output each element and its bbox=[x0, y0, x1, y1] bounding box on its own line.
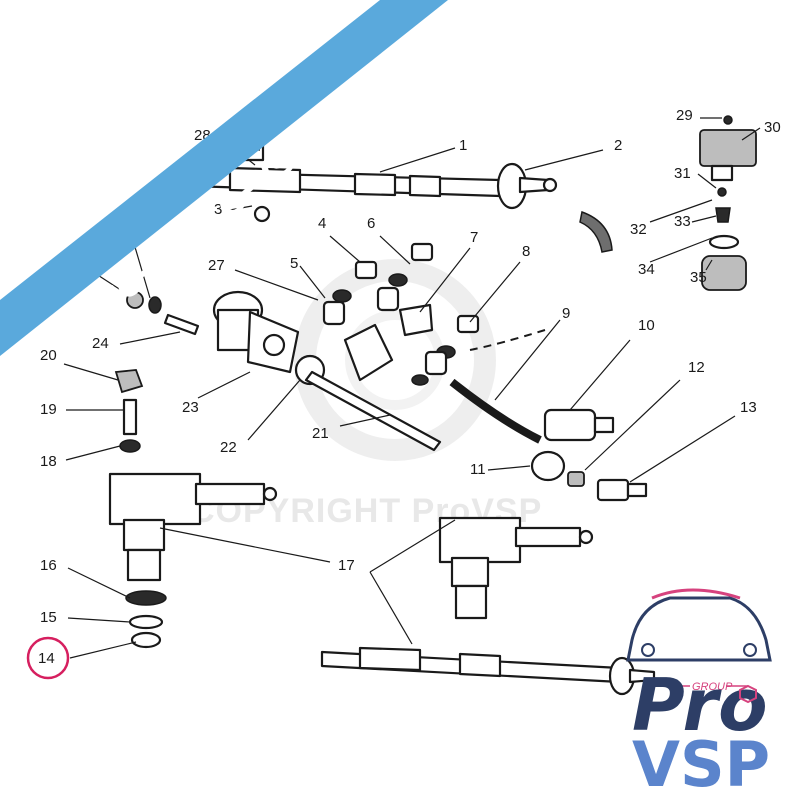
callout-21: 21 bbox=[312, 425, 329, 442]
callout-32: 32 bbox=[630, 221, 647, 238]
callout-30: 30 bbox=[764, 119, 781, 136]
callout-7: 7 bbox=[470, 229, 478, 246]
callout-18: 18 bbox=[40, 453, 57, 470]
logo-line-vsp: VSP bbox=[632, 728, 770, 800]
pushrod bbox=[304, 370, 442, 452]
hose-clamp-and-union bbox=[530, 450, 648, 502]
leader-lines bbox=[63, 117, 761, 659]
provsp-logo: GROUP Pro VSP bbox=[626, 588, 772, 800]
fuel-hose-dashed bbox=[469, 329, 546, 351]
curved-seal bbox=[579, 211, 613, 253]
callout-22: 22 bbox=[220, 439, 237, 456]
callout-1: 1 bbox=[459, 137, 467, 154]
car-outline-icon bbox=[626, 596, 772, 662]
highlight-ring-part-14 bbox=[26, 636, 70, 680]
callout-19: 19 bbox=[40, 401, 57, 418]
callout-3: 3 bbox=[214, 201, 222, 218]
hex-nut-icon bbox=[739, 684, 757, 704]
pressure-regulator-cluster bbox=[699, 115, 757, 291]
logo-line-pro: Pro bbox=[632, 663, 768, 747]
callout-29: 29 bbox=[676, 107, 693, 124]
injector-fittings bbox=[322, 242, 480, 386]
callout-14: 14 bbox=[38, 650, 55, 667]
callout-13: 13 bbox=[740, 399, 757, 416]
callout-31: 31 bbox=[674, 165, 691, 182]
callout-27: 27 bbox=[208, 257, 225, 274]
callout-6: 6 bbox=[367, 215, 375, 232]
injector-assembly-left bbox=[108, 472, 278, 649]
callout-17: 17 bbox=[338, 557, 355, 574]
logo-group-label: GROUP bbox=[692, 681, 733, 693]
callout-5: 5 bbox=[290, 255, 298, 272]
injector-assembly-right bbox=[438, 516, 594, 620]
callout-9: 9 bbox=[562, 305, 570, 322]
callout-8: 8 bbox=[522, 243, 530, 260]
left-column-parts bbox=[114, 369, 144, 453]
callout-15: 15 bbox=[40, 609, 57, 626]
callout-11: 11 bbox=[470, 461, 486, 478]
lower-fuel-rail bbox=[320, 646, 656, 696]
callout-4: 4 bbox=[318, 215, 326, 232]
callout-16: 16 bbox=[40, 557, 57, 574]
callout-24: 24 bbox=[92, 335, 109, 352]
callout-2: 2 bbox=[614, 137, 622, 154]
callout-labels: 1 2 3 4 5 6 7 8 9 10 11 12 13 14 15 16 1… bbox=[38, 107, 781, 667]
callout-23: 23 bbox=[182, 399, 199, 416]
pump-studs bbox=[126, 291, 200, 336]
callout-34: 34 bbox=[638, 261, 655, 278]
callout-10: 10 bbox=[638, 317, 655, 334]
fuel-filter bbox=[543, 408, 615, 442]
fuel-hose bbox=[449, 378, 542, 444]
callout-20: 20 bbox=[40, 347, 57, 364]
callout-33: 33 bbox=[674, 213, 691, 230]
callout-35: 35 bbox=[690, 269, 707, 286]
fuel-pump bbox=[212, 290, 326, 386]
callout-12: 12 bbox=[688, 359, 705, 376]
